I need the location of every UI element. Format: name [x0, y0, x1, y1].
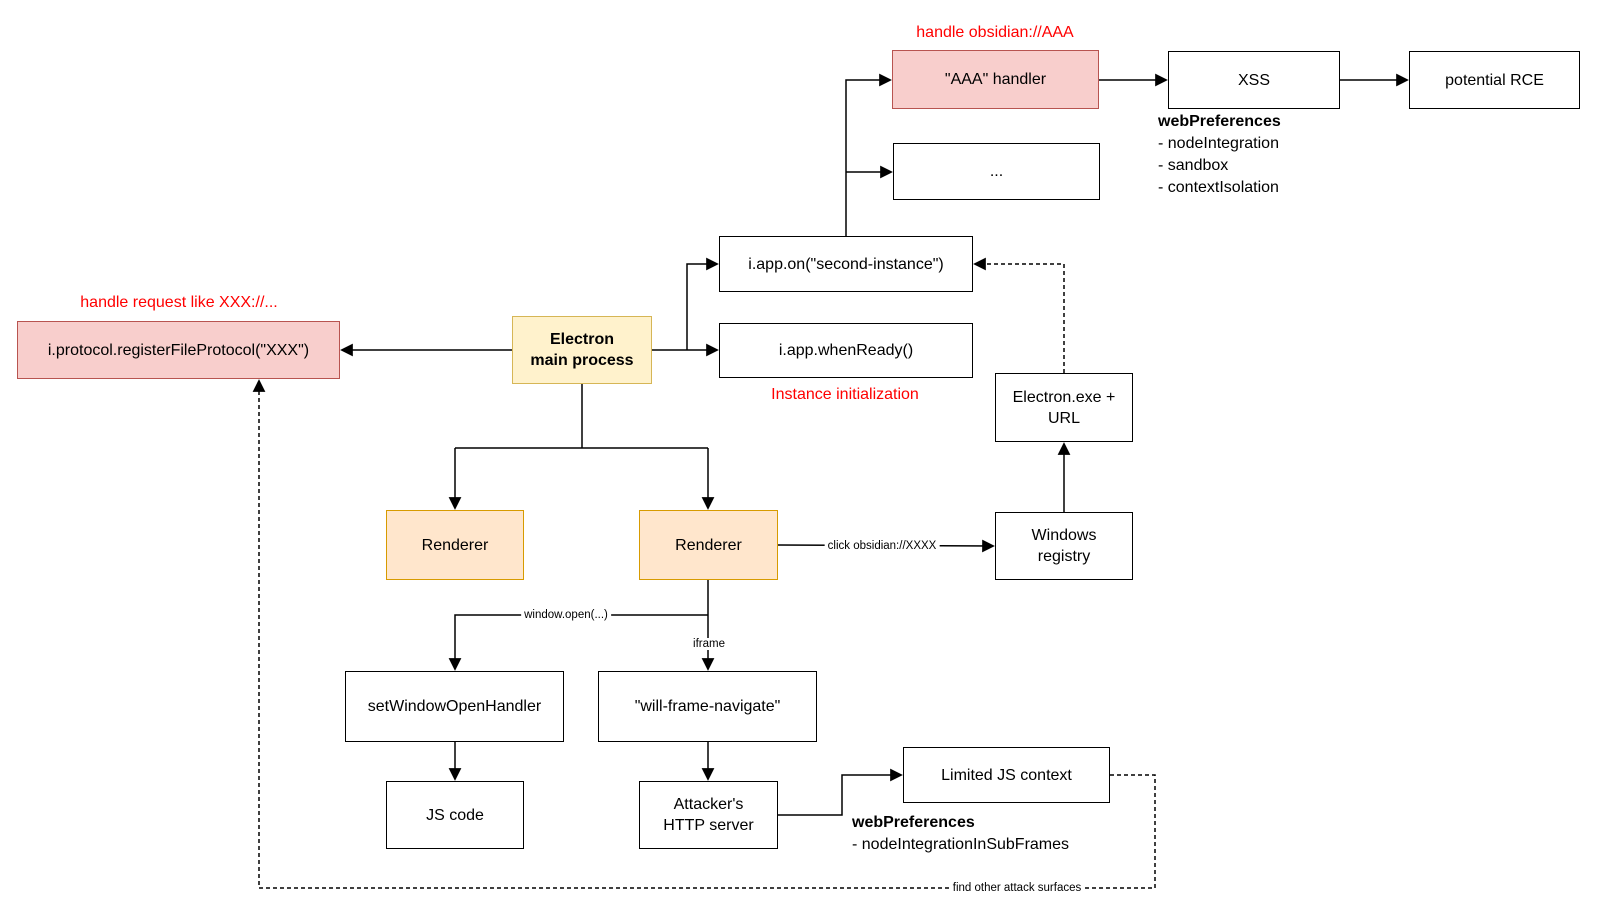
edge-label-window-open: window.open(...): [521, 609, 611, 621]
edge-label-iframe: iframe: [690, 638, 728, 650]
node-windows-registry-line2: registry: [1037, 548, 1091, 565]
edge-secondinstance-to-aaa: [845, 73, 892, 236]
edge-renderer-to-swoh: [448, 614, 708, 671]
webprefs-xss-item-nodeintegration: - nodeIntegration: [1158, 135, 1279, 152]
webprefs-xss-item-contextisolation: - contextIsolation: [1158, 179, 1279, 196]
webprefs-subframes-item: - nodeIntegrationInSubFrames: [852, 836, 1070, 853]
node-renderer-left: Renderer: [386, 510, 524, 580]
node-electron-exe-line2: URL: [1047, 409, 1080, 427]
node-register-file-protocol: i.protocol.registerFileProtocol("XXX"): [17, 321, 340, 379]
node-electron-main-process: Electron main process: [512, 316, 652, 384]
node-set-window-open-handler: setWindowOpenHandler: [345, 671, 564, 742]
annotation-handle-request: handle request like XXX://...: [80, 294, 278, 311]
node-electron-exe-url: Electron.exe + URL: [995, 373, 1133, 442]
annotation-handle-obsidian: handle obsidian://AAA: [916, 24, 1074, 41]
node-xss: XSS: [1168, 51, 1340, 109]
edge-attacker-to-limitedjs: [778, 768, 903, 816]
node-other-handlers: ...: [893, 143, 1100, 200]
node-renderer-right: Renderer: [639, 510, 778, 580]
node-windows-registry: Windows registry: [995, 512, 1133, 580]
node-attacker-line1: Attacker's: [673, 796, 744, 813]
node-js-code: JS code: [386, 781, 524, 849]
node-windows-registry-line1: Windows: [1031, 527, 1097, 544]
edge-label-click-obsidian: click obsidian://XXXX: [824, 540, 940, 552]
node-when-ready: i.app.whenReady(): [719, 323, 973, 378]
edge-find-other-attack-surfaces-dashed: [252, 379, 1156, 889]
node-potential-rce: potential RCE: [1409, 51, 1580, 109]
node-aaa-handler: "AAA" handler: [892, 50, 1099, 109]
node-attacker-http-server: Attacker's HTTP server: [639, 781, 778, 849]
node-electron-exe-line1: Electron.exe +: [1012, 388, 1116, 406]
annotation-webprefs-xss: webPreferences - nodeIntegration - sandb…: [1158, 111, 1281, 199]
node-will-frame-navigate: "will-frame-navigate": [598, 671, 817, 742]
node-second-instance: i.app.on("second-instance"): [719, 236, 973, 292]
edge-label-find-other-attack-surfaces: find other attack surfaces: [949, 882, 1085, 894]
webprefs-subframes-title: webPreferences: [852, 814, 975, 831]
annotation-webprefs-subframes: webPreferences - nodeIntegrationInSubFra…: [852, 812, 1069, 856]
edge-main-down: [455, 384, 708, 449]
webprefs-xss-item-sandbox: - sandbox: [1158, 157, 1229, 174]
edge-exe-to-secondinstance-dashed: [973, 257, 1065, 373]
node-electron-main-line2: main process: [530, 352, 634, 369]
annotation-instance-initialization: Instance initialization: [771, 386, 919, 403]
webprefs-xss-title: webPreferences: [1158, 113, 1281, 130]
edge-main-to-second-instance: [686, 257, 719, 350]
node-electron-main-line1: Electron: [549, 331, 614, 348]
node-limited-js-context: Limited JS context: [903, 747, 1110, 803]
node-attacker-line2: HTTP server: [663, 817, 754, 834]
